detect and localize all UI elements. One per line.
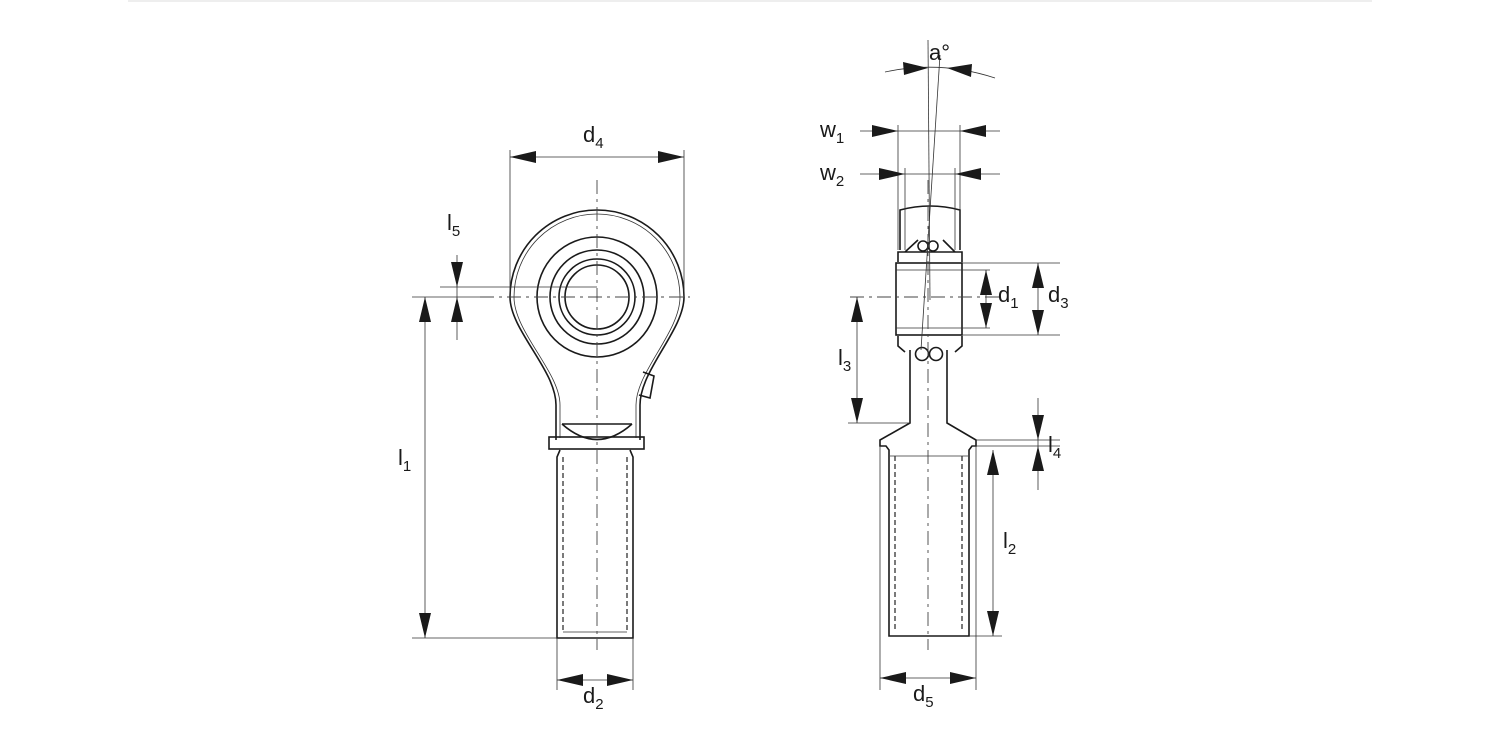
label-d5: d5 [913,681,934,711]
label-l2: l2 [1003,528,1016,558]
label-l3: l3 [838,345,851,375]
label-l4: l4 [1048,432,1061,462]
label-l5: l5 [447,210,460,240]
label-w2: w2 [819,160,844,190]
label-d3: d3 [1048,282,1069,312]
label-d4: d4 [583,122,604,152]
front-view [412,150,690,690]
label-d1: d1 [998,282,1019,312]
side-view [848,39,1060,690]
label-l1: l1 [398,445,411,475]
label-a-angle: a° [929,40,950,65]
label-d2: d2 [583,683,604,713]
label-w1: w1 [819,117,844,147]
